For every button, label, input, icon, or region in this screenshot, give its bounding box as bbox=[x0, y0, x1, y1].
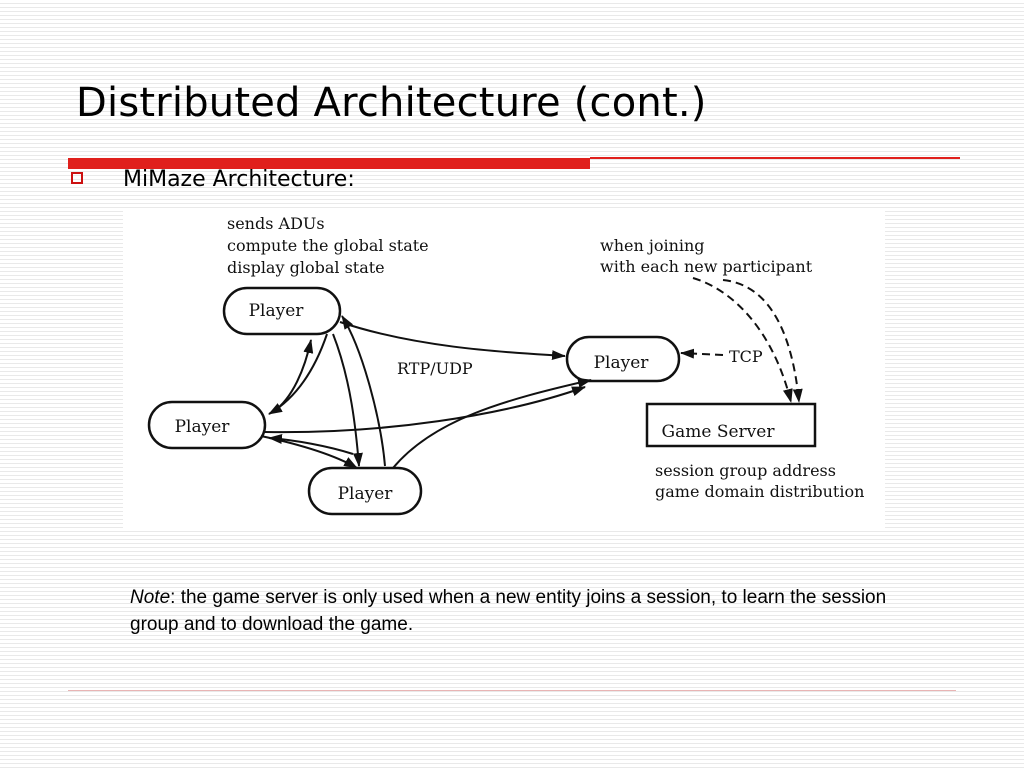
note-text: : the game server is only used when a ne… bbox=[130, 587, 887, 635]
player-node-right-label: Player bbox=[594, 353, 650, 373]
player-note-3: display global state bbox=[227, 258, 385, 277]
player-node-right: Player bbox=[565, 335, 681, 383]
player-node-bottom: Player bbox=[307, 466, 423, 516]
arrow-bottom-to-top bbox=[341, 315, 386, 467]
join-note-2: with each new participant bbox=[600, 257, 813, 276]
game-server-label: Game Server bbox=[662, 422, 776, 442]
arrow-left-to-bottom bbox=[260, 435, 358, 469]
arrow-top-to-left bbox=[268, 333, 328, 415]
player-node-top: Player bbox=[222, 286, 342, 336]
bullet-text: MiMaze Architecture: bbox=[123, 167, 355, 192]
player-note-2: compute the global state bbox=[227, 236, 429, 255]
tcp-label: TCP bbox=[729, 347, 763, 366]
architecture-diagram: Player Player Player Player Game Server … bbox=[147, 214, 864, 516]
arrow-join-to-server bbox=[692, 277, 793, 403]
rtp-udp-connections bbox=[260, 315, 592, 469]
arrow-left-to-top bbox=[272, 339, 314, 413]
note-label: Note bbox=[130, 587, 171, 608]
arrow-left-to-right bbox=[264, 386, 586, 434]
rtp-udp-label: RTP/UDP bbox=[397, 359, 473, 378]
bullet-square-icon bbox=[71, 172, 83, 184]
server-note-1: session group address bbox=[655, 461, 836, 480]
player-node-bottom-label: Player bbox=[338, 484, 394, 504]
slide-title: Distributed Architecture (cont.) bbox=[76, 80, 707, 126]
join-note-1: when joining bbox=[600, 236, 705, 255]
title-underline-thick bbox=[68, 158, 590, 169]
arrow-top-to-bottom bbox=[332, 333, 363, 467]
player-node-left: Player bbox=[147, 400, 267, 450]
game-server-node: Game Server bbox=[645, 402, 817, 448]
tcp-connections bbox=[680, 277, 803, 403]
join-notes: when joining with each new participant bbox=[600, 236, 813, 276]
architecture-figure: Player Player Player Player Game Server … bbox=[123, 210, 885, 528]
arrow-join-loop bbox=[722, 279, 803, 403]
footer-rule bbox=[68, 690, 956, 691]
title-underline-thin bbox=[590, 157, 960, 159]
server-notes: session group address game domain distri… bbox=[655, 461, 864, 501]
player-node-top-label: Player bbox=[249, 301, 305, 321]
player-node-left-label: Player bbox=[175, 417, 231, 437]
note-paragraph: Note: the game server is only used when … bbox=[130, 584, 890, 638]
server-note-2: game domain distribution bbox=[655, 482, 864, 501]
player-notes: sends ADUs compute the global state disp… bbox=[227, 214, 429, 277]
arrow-bottom-to-left bbox=[268, 434, 354, 455]
arrow-bottom-to-right bbox=[392, 378, 592, 469]
player-note-1: sends ADUs bbox=[227, 214, 325, 233]
arrow-server-to-right bbox=[680, 348, 724, 359]
arrow-top-to-right bbox=[339, 321, 566, 361]
